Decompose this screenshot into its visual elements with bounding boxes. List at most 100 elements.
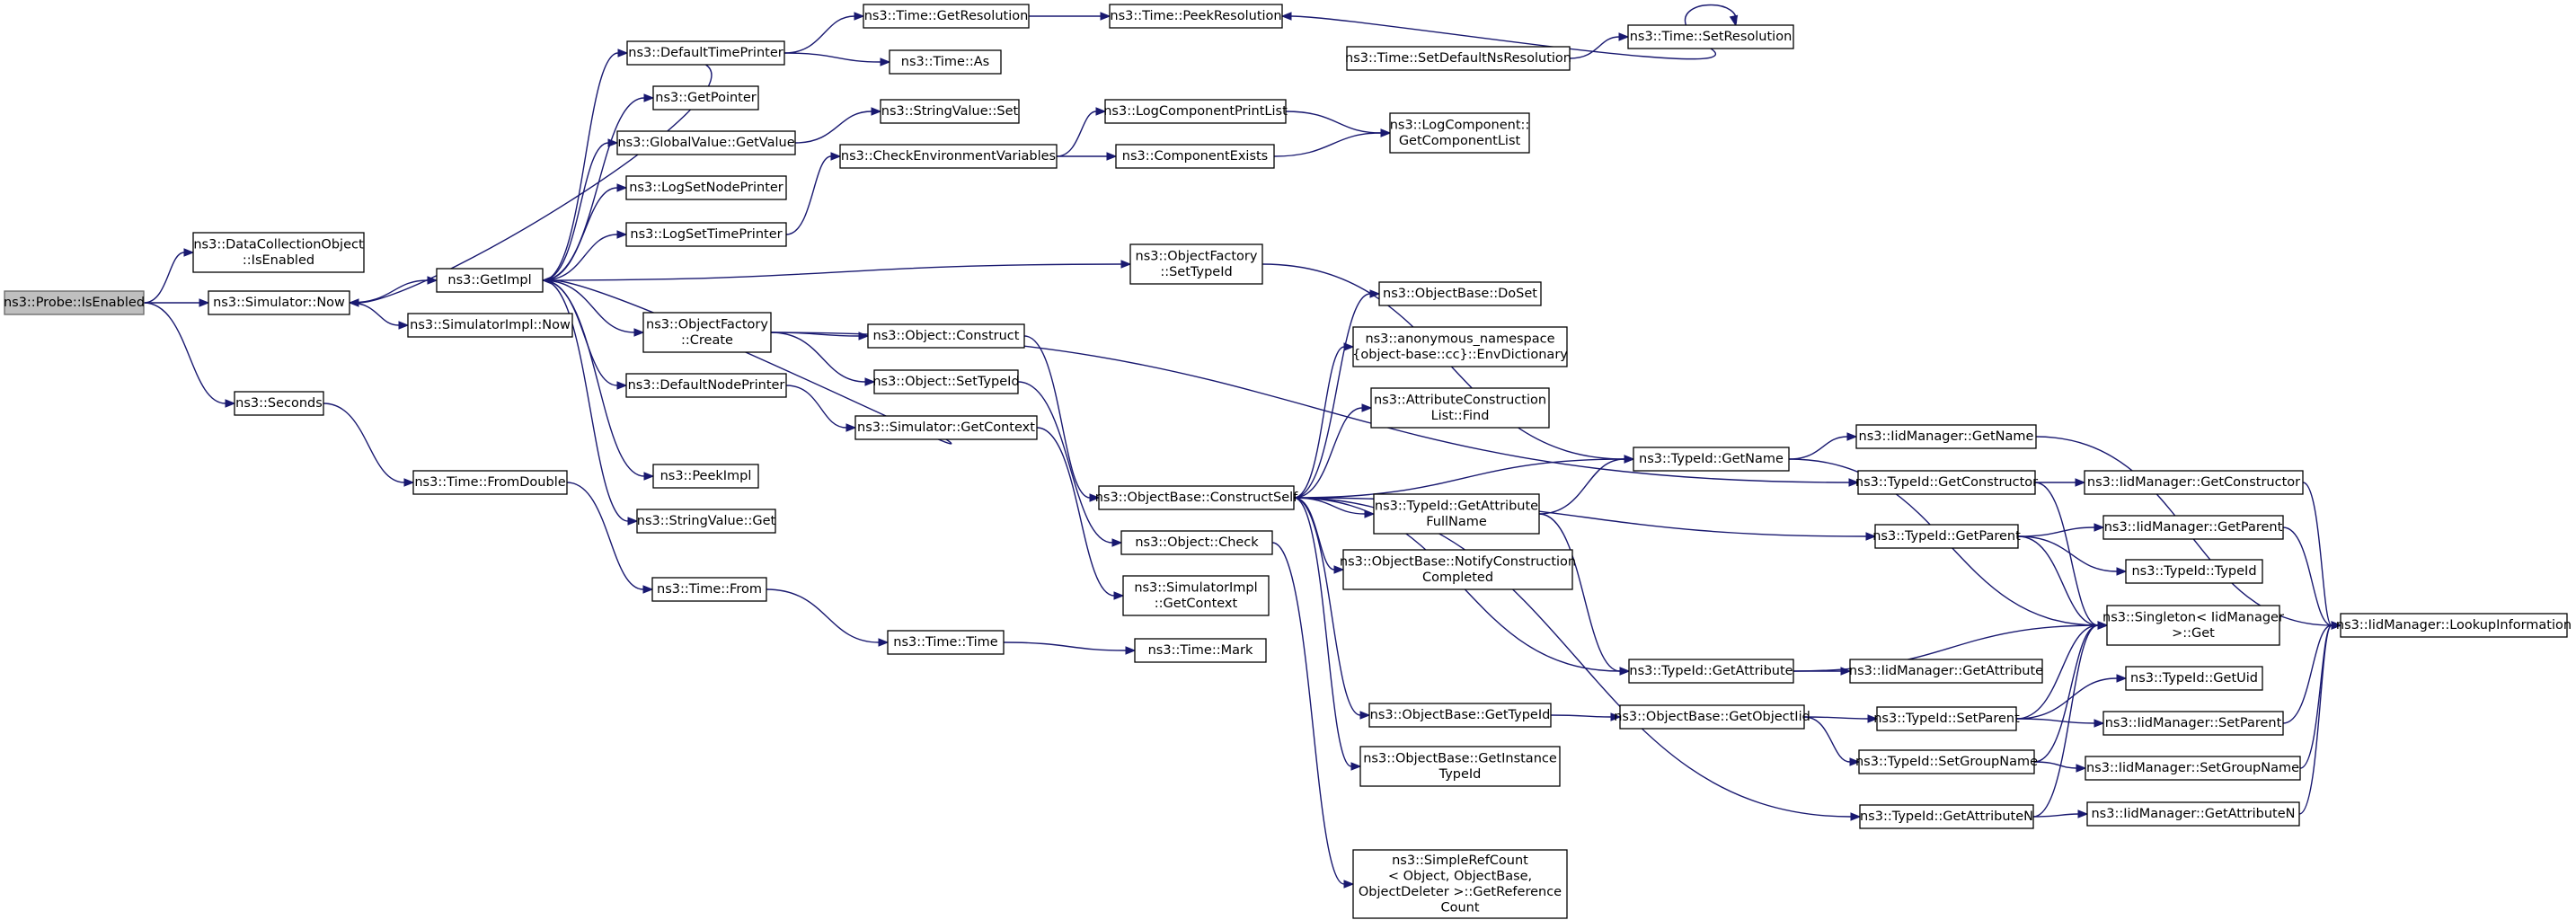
node-peekimpl[interactable]: ns3::PeekImpl <box>652 464 759 489</box>
node-singleton-get[interactable]: ns3::Singleton< IidManager>::Get <box>2102 605 2284 646</box>
node-box <box>839 144 1058 169</box>
node-label: ns3::ObjectBase::GetObjectIid <box>1614 710 1810 724</box>
node-time-mark[interactable]: ns3::Time::Mark <box>1134 638 1267 663</box>
node-iidm-getattribute[interactable]: ns3::IidManager::GetAttribute <box>1849 659 2043 684</box>
node-objbase-getobjectiid[interactable]: ns3::ObjectBase::GetObjectIid <box>1614 704 1810 730</box>
node-label: ns3::Object::SetTypeId <box>872 375 1019 389</box>
node-label: ns3::ObjectBase::DoSet <box>1383 287 1537 301</box>
edge-time-time-to-time-mark <box>1003 641 1137 655</box>
node-iidm-setgroupname[interactable]: ns3::IidManager::SetGroupName <box>2085 756 2301 781</box>
node-box <box>1352 849 1568 919</box>
node-iidm-getconstructor[interactable]: ns3::IidManager::GetConstructor <box>2084 470 2304 495</box>
node-time-time[interactable]: ns3::Time::Time <box>887 630 1005 655</box>
node-iidm-setparent[interactable]: ns3::IidManager::SetParent <box>2102 711 2284 736</box>
node-label: ns3::IidManager::GetAttribute <box>1849 664 2043 678</box>
node-label: ns3::GetPointer <box>655 91 757 105</box>
node-typeid-getattribute[interactable]: ns3::TypeId::GetAttribute <box>1628 659 1794 684</box>
node-objfactory-create[interactable]: ns3::ObjectFactory::Create <box>642 312 772 353</box>
node-typeid-getuid[interactable]: ns3::TypeId::GetUid <box>2125 666 2263 691</box>
node-time-peekresolution[interactable]: ns3::Time::PeekResolution <box>1109 4 1283 29</box>
node-objbase-gettypeid[interactable]: ns3::ObjectBase::GetTypeId <box>1368 703 1552 728</box>
node-objfactory-settypeid[interactable]: ns3::ObjectFactory::SetTypeId <box>1129 243 1263 285</box>
edge-time-fromdouble-to-time-from <box>566 482 654 594</box>
node-typeid-setgroupname[interactable]: ns3::TypeId::SetGroupName <box>1855 749 2038 774</box>
node-typeid-getattributen[interactable]: ns3::TypeId::GetAttributeN <box>1859 804 2034 829</box>
node-label: ns3::anonymous_namespace <box>1365 332 1554 346</box>
node-label: ns3::DefaultNodePrinter <box>628 378 785 393</box>
node-box <box>642 312 772 353</box>
node-box <box>1619 704 1805 730</box>
node-logsetnodeprinter[interactable]: ns3::LogSetNodePrinter <box>625 175 787 200</box>
node-label: ns3::ObjectBase::ConstructSelf <box>1095 491 1298 505</box>
node-time-from[interactable]: ns3::Time::From <box>651 577 767 602</box>
node-box <box>1115 144 1275 169</box>
node-typeid-setparent[interactable]: ns3::TypeId::SetParent <box>1873 706 2020 731</box>
node-time-fromdouble[interactable]: ns3::Time::FromDouble <box>412 470 568 495</box>
node-logcomp-getlist[interactable]: ns3::LogComponent::GetComponentList <box>1389 112 1530 154</box>
node-box <box>208 290 350 315</box>
node-dco-isenabled[interactable]: ns3::DataCollectionObject::IsEnabled <box>192 232 365 273</box>
node-time-getresolution[interactable]: ns3::Time::GetResolution <box>863 4 1030 29</box>
node-time-as[interactable]: ns3::Time::As <box>889 49 1002 75</box>
node-objbase-doset[interactable]: ns3::ObjectBase::DoSet <box>1378 281 1542 306</box>
node-componentexists[interactable]: ns3::ComponentExists <box>1115 144 1275 169</box>
node-box <box>625 175 787 200</box>
edge-typeid-getattributen-to-singleton-get <box>2032 621 2109 818</box>
edge-getimpl-to-gv-getvalue <box>542 138 619 281</box>
node-defaultnodeprinter[interactable]: ns3::DefaultNodePrinter <box>625 373 787 398</box>
node-iidm-getattributen[interactable]: ns3::IidManager::GetAttributeN <box>2086 801 2300 827</box>
node-box <box>1857 470 2036 495</box>
node-stringvalue-set[interactable]: ns3::StringValue::Set <box>880 99 1020 124</box>
node-gv-getvalue[interactable]: ns3::GlobalValue::GetValue <box>616 130 796 155</box>
node-stringvalue-get[interactable]: ns3::StringValue::Get <box>636 509 776 534</box>
node-logsettimeprinter[interactable]: ns3::LogSetTimePrinter <box>625 222 787 247</box>
node-iidm-lookupinformation[interactable]: ns3::IidManager::LookupInformation <box>2336 613 2572 638</box>
edge-probe-isenabled-to-seconds <box>143 302 236 408</box>
node-label: ns3::IidManager::GetParent <box>2104 520 2283 535</box>
node-objbase-notify[interactable]: ns3::ObjectBase::NotifyConstructionCompl… <box>1340 549 1576 590</box>
node-box <box>1858 749 2035 774</box>
node-logcompprintlist[interactable]: ns3::LogComponentPrintList <box>1103 99 1288 124</box>
node-getimpl[interactable]: ns3::GetImpl <box>436 268 544 293</box>
edge-objbase-constructself-to-objbase-gettypeid <box>1293 497 1371 720</box>
node-label: ns3::DataCollectionObject <box>193 237 364 252</box>
node-time-setdefaultns[interactable]: ns3::Time::SetDefaultNsResolution <box>1345 46 1571 71</box>
node-probe-isenabled[interactable]: ns3::Probe::IsEnabled <box>4 290 145 315</box>
node-box <box>1120 530 1273 555</box>
node-getpointer[interactable]: ns3::GetPointer <box>652 85 759 111</box>
node-object-check[interactable]: ns3::Object::Check <box>1120 530 1273 555</box>
node-box <box>192 232 365 273</box>
node-iidm-getparent[interactable]: ns3::IidManager::GetParent <box>2102 515 2284 540</box>
node-objbase-constructself[interactable]: ns3::ObjectBase::ConstructSelf <box>1095 485 1298 510</box>
node-typeid-getconstructor[interactable]: ns3::TypeId::GetConstructor <box>1855 470 2038 495</box>
node-label: ns3::Simulator::GetContext <box>857 420 1035 435</box>
edge-objbase-constructself-to-objbase-getinstancetypeid <box>1293 497 1362 771</box>
node-typeid-typeid[interactable]: ns3::TypeId::TypeId <box>2125 559 2263 584</box>
node-sim-now[interactable]: ns3::Simulator::Now <box>208 290 350 315</box>
node-object-construct[interactable]: ns3::Object::Construct <box>867 323 1025 349</box>
node-typeid-getname[interactable]: ns3::TypeId::GetName <box>1633 447 1790 472</box>
node-anon-envdict[interactable]: ns3::anonymous_namespace{object-base::cc… <box>1352 326 1568 367</box>
node-seconds[interactable]: ns3::Seconds <box>234 391 324 416</box>
node-box <box>2106 605 2280 646</box>
node-simplerefcount[interactable]: ns3::SimpleRefCount< Object, ObjectBase,… <box>1352 849 1568 919</box>
node-time-setresolution[interactable]: ns3::Time::SetResolution <box>1627 24 1794 49</box>
node-label: ns3::SimulatorImpl <box>1134 580 1257 595</box>
node-label: ns3::ObjectFactory <box>1136 249 1258 263</box>
edge-typeid-getattributen-to-iidm-getattributen <box>2032 809 2089 818</box>
node-simimpl-now[interactable]: ns3::SimulatorImpl::Now <box>407 313 573 338</box>
node-defaulttimeprinter[interactable]: ns3::DefaultTimePrinter <box>626 40 785 66</box>
node-simimpl-getcontext[interactable]: ns3::SimulatorImpl::GetContext <box>1122 575 1270 616</box>
node-box <box>4 290 145 315</box>
node-label: Completed <box>1422 571 1493 585</box>
node-typeid-getparent[interactable]: ns3::TypeId::GetParent <box>1872 524 2021 549</box>
edge-seconds-to-time-fromdouble <box>323 402 415 487</box>
node-sim-getcontext[interactable]: ns3::Simulator::GetContext <box>854 415 1038 440</box>
edge-iidm-getconstructor-to-iidm-lookupinformation <box>2302 482 2342 630</box>
node-iidm-getname[interactable]: ns3::IidManager::GetName <box>1855 424 2037 449</box>
node-object-settypeid[interactable]: ns3::Object::SetTypeId <box>872 369 1020 394</box>
node-checkenv[interactable]: ns3::CheckEnvironmentVariables <box>839 144 1058 169</box>
